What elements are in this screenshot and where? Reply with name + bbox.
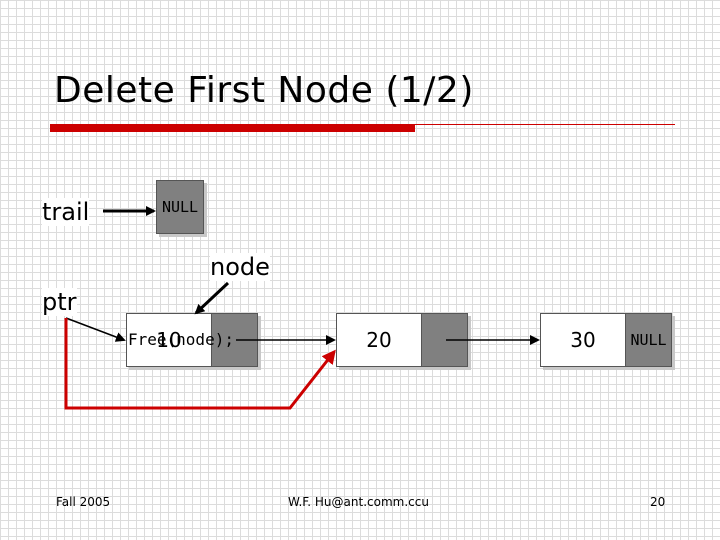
trail-null-text: NULL xyxy=(161,198,199,216)
footer-author: W.F. Hu@ant.comm.ccu xyxy=(288,495,429,509)
title-underline-bar xyxy=(50,124,415,132)
ptr-label: ptr xyxy=(42,288,77,316)
node-3-value: 30 xyxy=(570,328,596,352)
footer-date: Fall 2005 xyxy=(56,495,111,509)
ptr-new-arrow xyxy=(64,318,336,410)
node-2-data: 20 xyxy=(336,313,422,367)
node-arrow xyxy=(194,281,230,315)
node-3-link: NULL xyxy=(625,313,672,367)
node-label: node xyxy=(210,253,270,281)
trail-label: trail xyxy=(42,198,90,226)
free-code: Free(node); xyxy=(128,330,234,349)
slide-title: Delete First Node (1/2) xyxy=(54,70,474,111)
node-2-value: 20 xyxy=(366,328,392,352)
node-1-data: 10 xyxy=(126,313,212,367)
node-1-value: 10 xyxy=(156,328,182,352)
title-underline-rule xyxy=(415,124,675,125)
trail-null-box: NULL xyxy=(156,180,204,234)
node-3-link-text: NULL xyxy=(630,331,667,349)
ptr-old-arrow xyxy=(65,317,126,342)
footer-page-number: 20 xyxy=(650,495,666,509)
